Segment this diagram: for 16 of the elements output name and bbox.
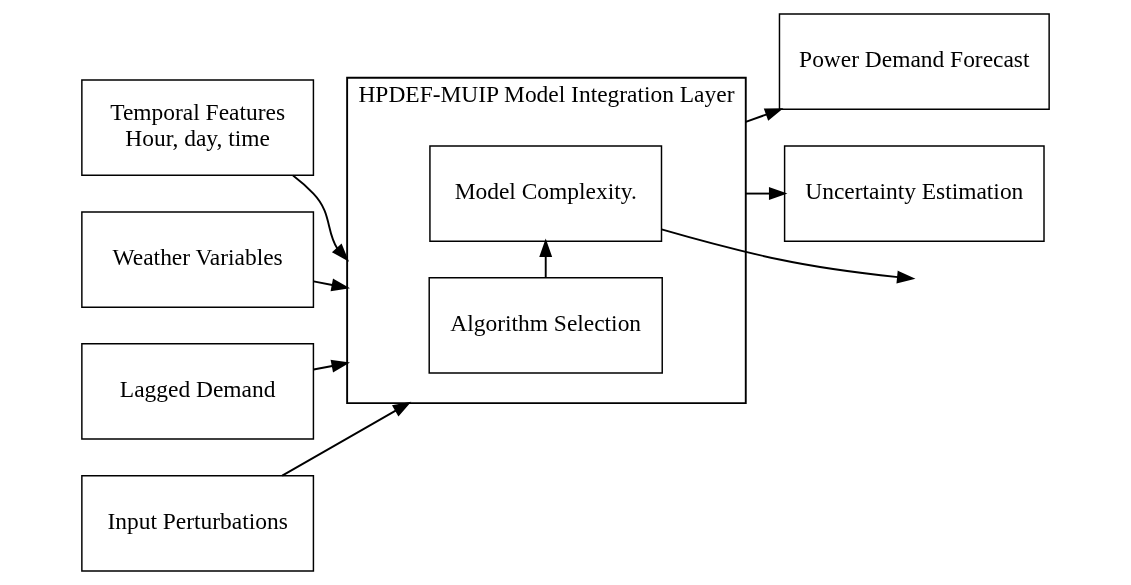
- node-box: Algorithm Selection: [428, 277, 663, 374]
- arrow: [281, 401, 412, 477]
- node-box: Temporal Features Hour, day, time: [81, 79, 315, 176]
- arrow: [744, 108, 784, 123]
- node-box: Weather Variables: [81, 211, 315, 308]
- node-box: Model Complexity.: [429, 145, 663, 242]
- arrow: [312, 359, 350, 373]
- arrow: [744, 187, 788, 201]
- arrow: [539, 238, 553, 279]
- node-box: Uncertainty Estimation: [783, 145, 1045, 242]
- node-box: Input Perturbations: [81, 474, 315, 572]
- arrow: [312, 278, 350, 292]
- arrow: [292, 174, 350, 262]
- node-box: Lagged Demand: [81, 343, 315, 440]
- node-box: Power Demand Forecast: [778, 13, 1050, 111]
- arrow: [660, 228, 916, 284]
